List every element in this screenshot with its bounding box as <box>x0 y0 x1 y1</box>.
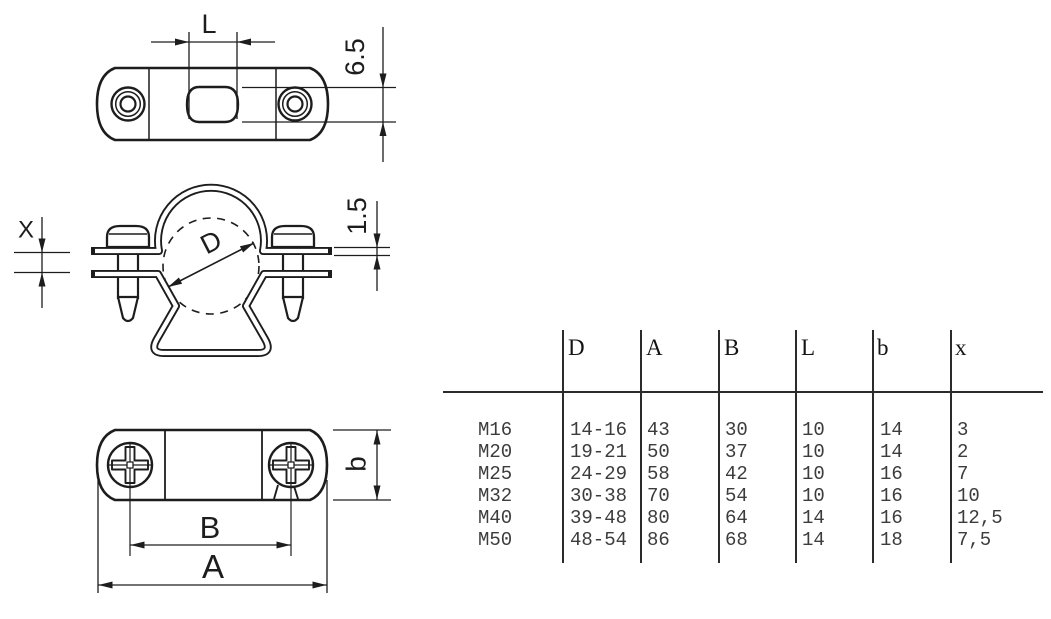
cell-d: 14-16 <box>570 419 628 441</box>
cell-model: M16 <box>478 419 513 441</box>
col-header-B: B <box>724 335 740 360</box>
base-bracket <box>91 270 332 357</box>
cell-a: 70 <box>647 485 670 507</box>
cell-b-upper: 37 <box>725 441 748 463</box>
col-header-D: D <box>568 335 585 360</box>
cell-l: 10 <box>802 441 825 463</box>
right-pozidriv-screw <box>267 441 315 556</box>
cell-b-upper: 64 <box>725 507 748 529</box>
cell-d: 48-54 <box>570 529 628 551</box>
cell-model: M40 <box>478 507 513 529</box>
clamp-strap <box>91 183 332 255</box>
right-screw-hole <box>277 86 313 122</box>
left-screw-hole <box>110 86 146 122</box>
dim-b-label: b <box>340 456 371 472</box>
dim-D-label: D <box>196 225 227 261</box>
dim-sheet-thickness: 1.5 <box>334 197 390 291</box>
cell-a: 43 <box>647 419 670 441</box>
col-header-b: b <box>877 335 889 360</box>
dim-B-label: B <box>200 510 221 545</box>
table-column-rule <box>562 330 564 563</box>
table-row: M25 24-29 58 42 10 16 7 <box>443 463 1048 485</box>
dim-L-label: L <box>201 9 216 39</box>
col-header-L: L <box>801 335 816 360</box>
col-header-x: x <box>955 335 967 360</box>
dim-6-5-label: 6.5 <box>340 38 370 76</box>
side-view-drawing: D X 1.5 <box>14 183 390 357</box>
cell-l: 10 <box>802 485 825 507</box>
table-column-rule <box>950 330 952 563</box>
plate-outline <box>95 66 330 142</box>
cell-a: 58 <box>647 463 670 485</box>
dim-pipe-diameter: D <box>167 225 255 288</box>
cell-b-lower: 16 <box>880 507 903 529</box>
table-row: M16 14-16 43 30 10 14 3 <box>443 419 1048 441</box>
cell-b-upper: 54 <box>725 485 748 507</box>
cell-x: 2 <box>957 441 969 463</box>
cell-l: 10 <box>802 419 825 441</box>
spec-table: D A B L b x M16 14-16 43 30 10 14 3 M20 … <box>443 330 1048 570</box>
right-screw-head <box>270 224 316 249</box>
cell-b-lower: 14 <box>880 441 903 463</box>
dim-hole-spacing: B <box>130 510 291 549</box>
dim-x-offset: X <box>14 216 70 308</box>
dim-plate-width: b <box>333 429 391 501</box>
cell-x: 10 <box>957 485 980 507</box>
table-column-rule <box>795 330 797 563</box>
table-column-rule <box>640 330 642 563</box>
dim-overall-length: A <box>97 480 328 593</box>
top-view-drawing: L 6.5 <box>95 9 396 162</box>
bend-lines <box>148 69 277 139</box>
left-pozidriv-screw <box>106 441 154 556</box>
cell-x: 7,5 <box>957 529 992 551</box>
cell-b-lower: 16 <box>880 463 903 485</box>
bottom-view-drawing: b B A <box>95 428 391 593</box>
cell-d: 24-29 <box>570 463 628 485</box>
cell-x: 3 <box>957 419 969 441</box>
table-row: M20 19-21 50 37 10 14 2 <box>443 441 1048 463</box>
cell-b-upper: 42 <box>725 463 748 485</box>
table-column-rule <box>718 330 720 563</box>
plate-outline <box>95 428 329 502</box>
dim-1-5-label: 1.5 <box>342 197 372 235</box>
cell-model: M32 <box>478 485 513 507</box>
dim-slot-height: 6.5 <box>242 27 396 162</box>
table-column-rule <box>872 330 874 563</box>
right-screw-tip <box>281 295 305 323</box>
left-screw-head <box>105 224 151 249</box>
col-header-A: A <box>646 335 663 360</box>
table-row: M40 39-48 80 64 14 16 12,5 <box>443 507 1048 529</box>
cell-l: 14 <box>802 507 825 529</box>
cell-x: 7 <box>957 463 969 485</box>
pipe-dashed-circle <box>162 217 260 315</box>
cell-l: 10 <box>802 463 825 485</box>
cell-b-lower: 18 <box>880 529 903 551</box>
cell-a: 80 <box>647 507 670 529</box>
cell-b-upper: 68 <box>725 529 748 551</box>
bend-lines <box>164 431 263 499</box>
dim-slot-length: L <box>151 9 275 119</box>
cell-b-lower: 14 <box>880 419 903 441</box>
cell-l: 14 <box>802 529 825 551</box>
cell-d: 39-48 <box>570 507 628 529</box>
cell-model: M20 <box>478 441 513 463</box>
table-row: M50 48-54 86 68 14 18 7,5 <box>443 529 1048 551</box>
cell-model: M50 <box>478 529 513 551</box>
cell-a: 86 <box>647 529 670 551</box>
table-header-rule <box>443 391 1043 393</box>
cell-d: 19-21 <box>570 441 628 463</box>
technical-drawing: L 6.5 <box>14 9 396 593</box>
cell-b-lower: 16 <box>880 485 903 507</box>
dim-A-label: A <box>202 548 224 585</box>
cell-model: M25 <box>478 463 513 485</box>
cell-a: 50 <box>647 441 670 463</box>
dim-X-label: X <box>18 216 34 243</box>
cell-d: 30-38 <box>570 485 628 507</box>
left-screw-tip <box>116 295 140 323</box>
cell-b-upper: 30 <box>725 419 748 441</box>
table-row: M32 30-38 70 54 10 16 10 <box>443 485 1048 507</box>
slot <box>185 85 240 124</box>
cell-x: 12,5 <box>957 507 1003 529</box>
